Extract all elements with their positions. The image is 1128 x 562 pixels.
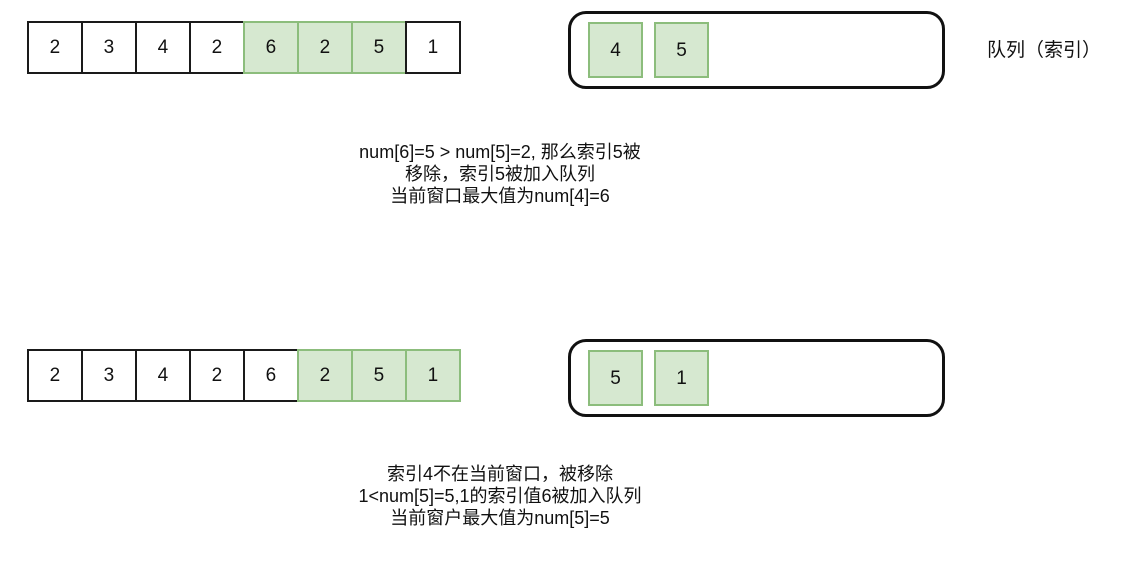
queue-cell: 4: [588, 22, 643, 78]
array-cell: 1: [405, 21, 461, 74]
array-cell-highlighted: 5: [351, 349, 407, 402]
caption-line: 索引4不在当前窗口，被移除: [386, 464, 613, 484]
caption-line: 1<num[5]=5,1的索引值6被加入队列: [358, 486, 642, 506]
caption-step2: 索引4不在当前窗口，被移除 1<num[5]=5,1的索引值6被加入队列 当前窗…: [250, 463, 750, 529]
array-row-step2: 2 3 4 2 6 2 5 1: [27, 349, 461, 402]
array-row-step1: 2 3 4 2 6 2 5 1: [27, 21, 461, 74]
queue-cell: 1: [654, 350, 709, 406]
array-cell: 4: [135, 349, 191, 402]
queue-label: 队列（索引）: [987, 40, 1102, 61]
caption-line: 当前窗口最大值为num[4]=6: [390, 186, 610, 206]
caption-line: 移除，索引5被加入队列: [404, 164, 595, 184]
array-cell: 3: [81, 349, 137, 402]
array-cell: 2: [189, 21, 245, 74]
array-cell-highlighted: 2: [297, 349, 353, 402]
queue-cell: 5: [654, 22, 709, 78]
queue-cell: 5: [588, 350, 643, 406]
array-cell: 6: [243, 349, 299, 402]
array-cell-highlighted: 1: [405, 349, 461, 402]
array-cell: 2: [189, 349, 245, 402]
array-cell-highlighted: 6: [243, 21, 299, 74]
array-cell: 3: [81, 21, 137, 74]
caption-line: 当前窗户最大值为num[5]=5: [390, 508, 610, 528]
caption-step1: num[6]=5 > num[5]=2, 那么索引5被 移除，索引5被加入队列 …: [250, 141, 750, 207]
queue-container-step1: 4 5: [568, 11, 945, 89]
caption-line: num[6]=5 > num[5]=2, 那么索引5被: [359, 142, 641, 162]
array-cell: 4: [135, 21, 191, 74]
array-cell: 2: [27, 21, 83, 74]
array-cell-highlighted: 5: [351, 21, 407, 74]
array-cell: 2: [27, 349, 83, 402]
array-cell-highlighted: 2: [297, 21, 353, 74]
queue-container-step2: 5 1: [568, 339, 945, 417]
